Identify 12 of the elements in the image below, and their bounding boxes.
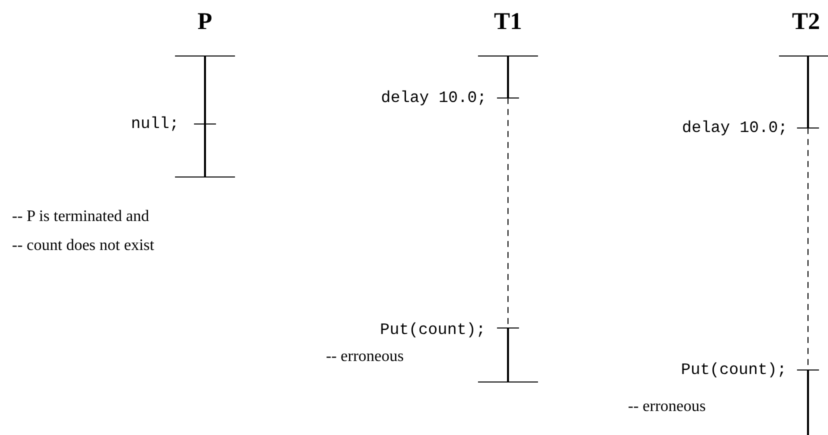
code-statement: null; xyxy=(131,116,180,132)
code-statement: Put(count); xyxy=(681,362,787,378)
task-name: P xyxy=(198,10,212,34)
code-statement: delay 10.0; xyxy=(381,90,487,106)
code-statement: Put(count); xyxy=(380,322,486,338)
comment: -- count does not exist xyxy=(12,238,154,254)
task-name: T2 xyxy=(792,10,820,34)
task-name: T1 xyxy=(494,10,522,34)
code-statement: delay 10.0; xyxy=(682,120,788,136)
comment: -- erroneous xyxy=(628,399,706,415)
comment: -- erroneous xyxy=(326,349,404,365)
comment: -- P is terminated and xyxy=(12,209,150,225)
